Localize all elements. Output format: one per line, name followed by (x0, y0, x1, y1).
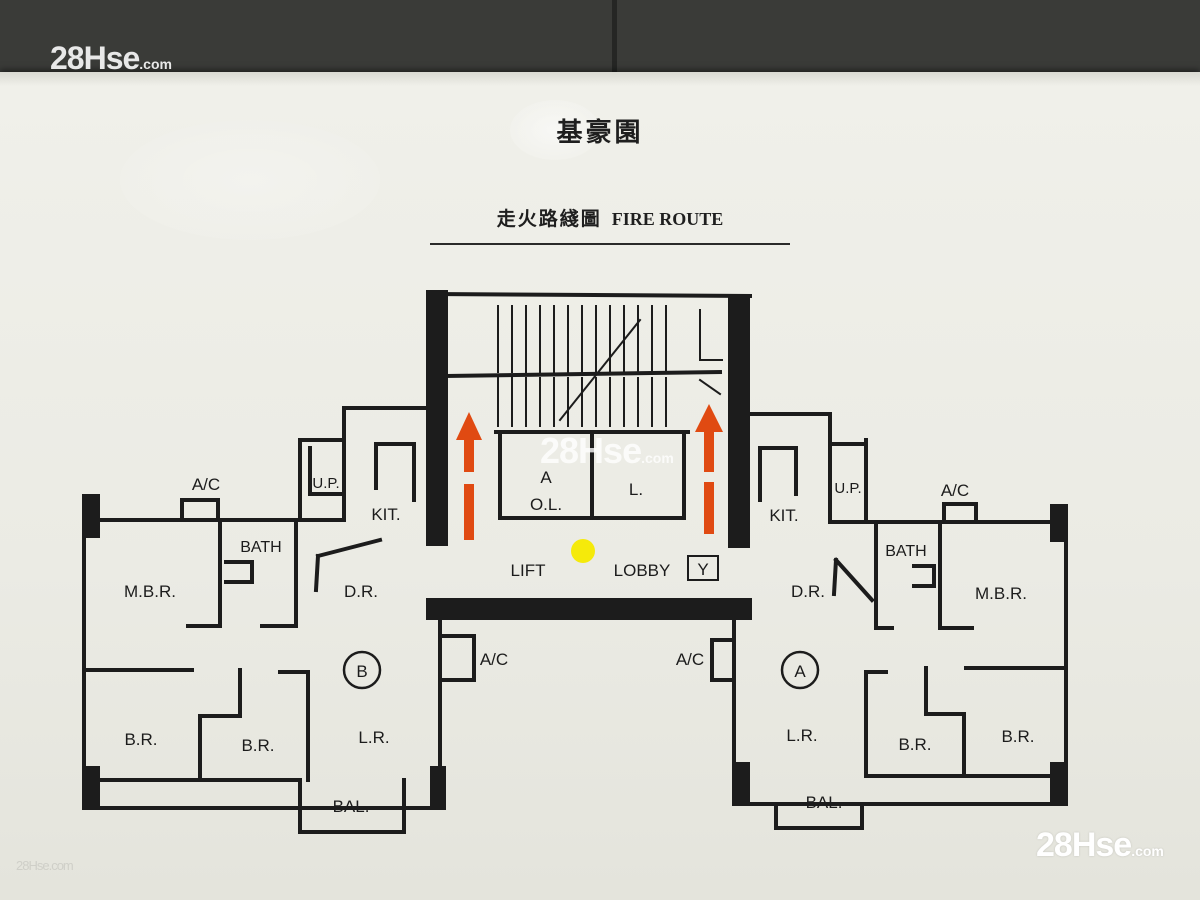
glare (510, 100, 600, 160)
unit-a-label: A (794, 662, 806, 681)
bath-label: BATH (240, 539, 281, 556)
up-label: U.P. (312, 475, 339, 492)
kit-label: KIT. (371, 505, 400, 524)
watermark-suffix: .com (1131, 843, 1164, 859)
arrow-up-icon (695, 404, 723, 534)
lobby-marker: Y (697, 560, 708, 579)
building-name: 基豪園 (556, 118, 644, 148)
mbr-label: M.B.R. (975, 584, 1027, 603)
title-rule (430, 243, 790, 245)
watermark-text: 28Hse (540, 430, 642, 471)
lift-left-sub: O.L. (530, 495, 562, 514)
br-label: B.R. (241, 736, 274, 755)
bal-label: BAL. (806, 793, 843, 812)
kit-label: KIT. (769, 506, 798, 525)
bath-label: BATH (885, 543, 926, 560)
lift-right-label: L. (629, 480, 643, 499)
up-label: U.P. (834, 480, 861, 497)
dr-label: D.R. (791, 582, 825, 601)
tile-seam (612, 0, 617, 76)
watermark-bottom-left: 28Hse.com (16, 858, 74, 873)
lift-left-label: A (540, 468, 552, 487)
fire-route-arrows (456, 404, 723, 540)
br-label: B.R. (1001, 727, 1034, 746)
br-label: B.R. (898, 735, 931, 754)
lobby-left-label: LIFT (511, 561, 546, 580)
subtitle-zh: 走火路綫圖 (496, 208, 602, 230)
walls (82, 290, 1068, 834)
dr-label: D.R. (344, 582, 378, 601)
watermark-bottom-right: 28Hse.com (1036, 826, 1164, 865)
bal-label: BAL. (333, 797, 370, 816)
ac-label: A/C (941, 481, 969, 500)
thick-walls (82, 494, 1068, 810)
lobby-marker-box (687, 555, 719, 581)
watermark-top-left: 28Hse.com (50, 40, 172, 77)
glare (120, 120, 380, 240)
placard-edge (0, 72, 1200, 86)
unit-a-circle (780, 650, 820, 690)
ac-label: A/C (480, 650, 508, 669)
arrow-up-icon (456, 412, 482, 540)
watermark-suffix: .com (139, 56, 172, 72)
br-label: B.R. (124, 730, 157, 749)
lobby-right-label: LOBBY (614, 561, 671, 580)
ac-label: A/C (192, 475, 220, 494)
lr-label: L.R. (358, 728, 389, 747)
mbr-label: M.B.R. (124, 582, 176, 601)
watermark-center: 28Hse.com (540, 430, 674, 472)
ac-label: A/C (676, 650, 704, 669)
subtitle-en: FIRE ROUTE (611, 209, 724, 229)
unit-b-circle (342, 650, 382, 690)
watermark-text: 28Hse (50, 40, 140, 76)
watermark-text: 28Hse (1036, 826, 1132, 864)
you-are-here-dot (571, 539, 595, 563)
plan-labels: B A A O.L. L. LIFT LOBBY Y A/C U.P. KIT.… (124, 468, 1035, 816)
watermark-suffix: .com (641, 450, 674, 466)
sign-subtitle: 走火路綫圖 FIRE ROUTE (430, 204, 790, 231)
lr-label: L.R. (786, 726, 817, 745)
unit-b-label: B (356, 662, 367, 681)
